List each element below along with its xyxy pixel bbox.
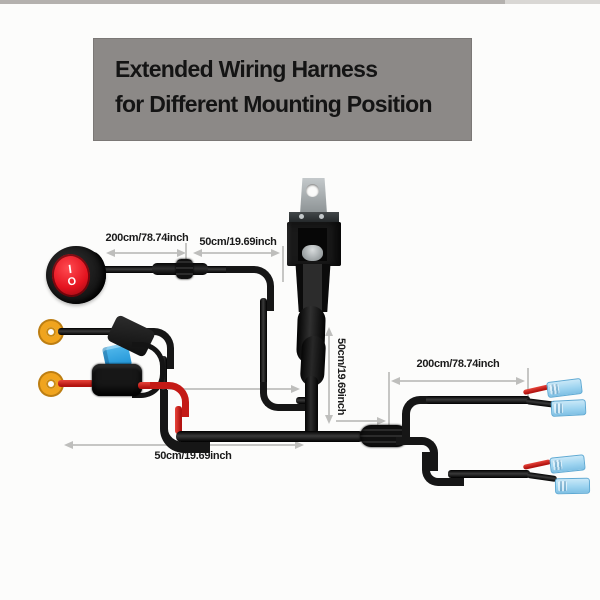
relay-coil-cylinder <box>302 245 323 261</box>
dim-divider-tick <box>185 243 187 262</box>
top-edge-strip <box>0 0 600 4</box>
switch-wire-elbow-right <box>260 382 313 411</box>
switch-off-label: O <box>66 275 77 289</box>
switch-on-label: I <box>67 261 73 277</box>
spade-connector-3 <box>549 454 586 474</box>
dim-vertical-ext-bottom-arrow <box>377 417 386 425</box>
dim-splitter-ext-right <box>527 368 529 398</box>
dim-switch-relay-line <box>201 252 273 254</box>
fuse-holder-loop-wire <box>132 342 165 398</box>
dim-vertical-ext-bottom <box>336 420 378 422</box>
dim-switch-lead-arrow-left <box>106 249 115 257</box>
fuse-holder-body <box>92 364 142 396</box>
dim-switch-relay-arrow-left <box>193 249 202 257</box>
dim-vertical-arrow-up <box>325 327 333 336</box>
relay-screw-left <box>299 214 304 219</box>
power-wire-horizontal <box>58 380 94 387</box>
dim-switch-lead-arrow-right <box>177 249 186 257</box>
dim-splitter-leads-arrow-left <box>391 377 400 385</box>
relay-top-plate <box>289 212 339 223</box>
dim-splitter-leads-line <box>399 380 519 382</box>
dim-relay-splitter-label: 50cm/19.69inch <box>335 338 347 416</box>
junction-cable <box>305 376 318 436</box>
switch-wire-vertical <box>260 298 267 390</box>
dim-vertical-arrow-down <box>325 415 333 424</box>
dim-switch-relay-label: 50cm/19.69inch <box>199 236 277 248</box>
title-banner: Extended Wiring Harness for Different Mo… <box>93 38 472 141</box>
relay-screw-right <box>319 214 324 219</box>
harness-elbow-bottom-left <box>160 390 210 453</box>
dim-vertical-ext-top <box>160 388 292 390</box>
relay-extent-line <box>282 246 284 282</box>
dim-splitter-ext-left <box>388 372 390 426</box>
relay-hex-section <box>295 264 331 312</box>
harness-run-bottom <box>176 431 364 442</box>
dim-switch-lead-label: 200cm/78.74inch <box>105 232 189 244</box>
lower-red-stub <box>522 459 552 470</box>
top-edge-strip-light <box>505 0 600 4</box>
banner-title-line2: for Different Mounting Position <box>115 91 433 117</box>
dim-power-lead-arrow-right <box>295 441 304 449</box>
dim-vertical-line <box>328 336 330 416</box>
upper-branch-elbow <box>402 396 440 438</box>
switch-wire-elbow-down <box>226 266 274 311</box>
lower-branch-wire <box>448 470 530 478</box>
spade-connector-1 <box>546 377 583 399</box>
power-wire-elbow <box>150 382 189 417</box>
dim-switch-relay-arrow-right <box>271 249 280 257</box>
banner-title-line1: Extended Wiring Harness <box>115 56 378 82</box>
relay-tab-hole <box>306 184 319 197</box>
dim-power-lead-arrow-left <box>64 441 73 449</box>
spade-connector-2 <box>550 399 587 417</box>
dim-splitter-leads-arrow-right <box>516 377 525 385</box>
dim-switch-lead-line <box>114 252 180 254</box>
upper-branch-wire <box>426 396 530 404</box>
inline-connector-bulge <box>176 259 193 279</box>
spade-connector-4 <box>554 477 591 495</box>
ground-wire-horizontal <box>58 328 146 335</box>
power-wire-vertical <box>175 406 182 434</box>
dim-splitter-leads-label: 200cm/78.74inch <box>416 358 500 370</box>
lower-branch-elbow-right <box>422 452 464 486</box>
dim-power-lead-label: 50cm/19.69inch <box>154 450 232 462</box>
